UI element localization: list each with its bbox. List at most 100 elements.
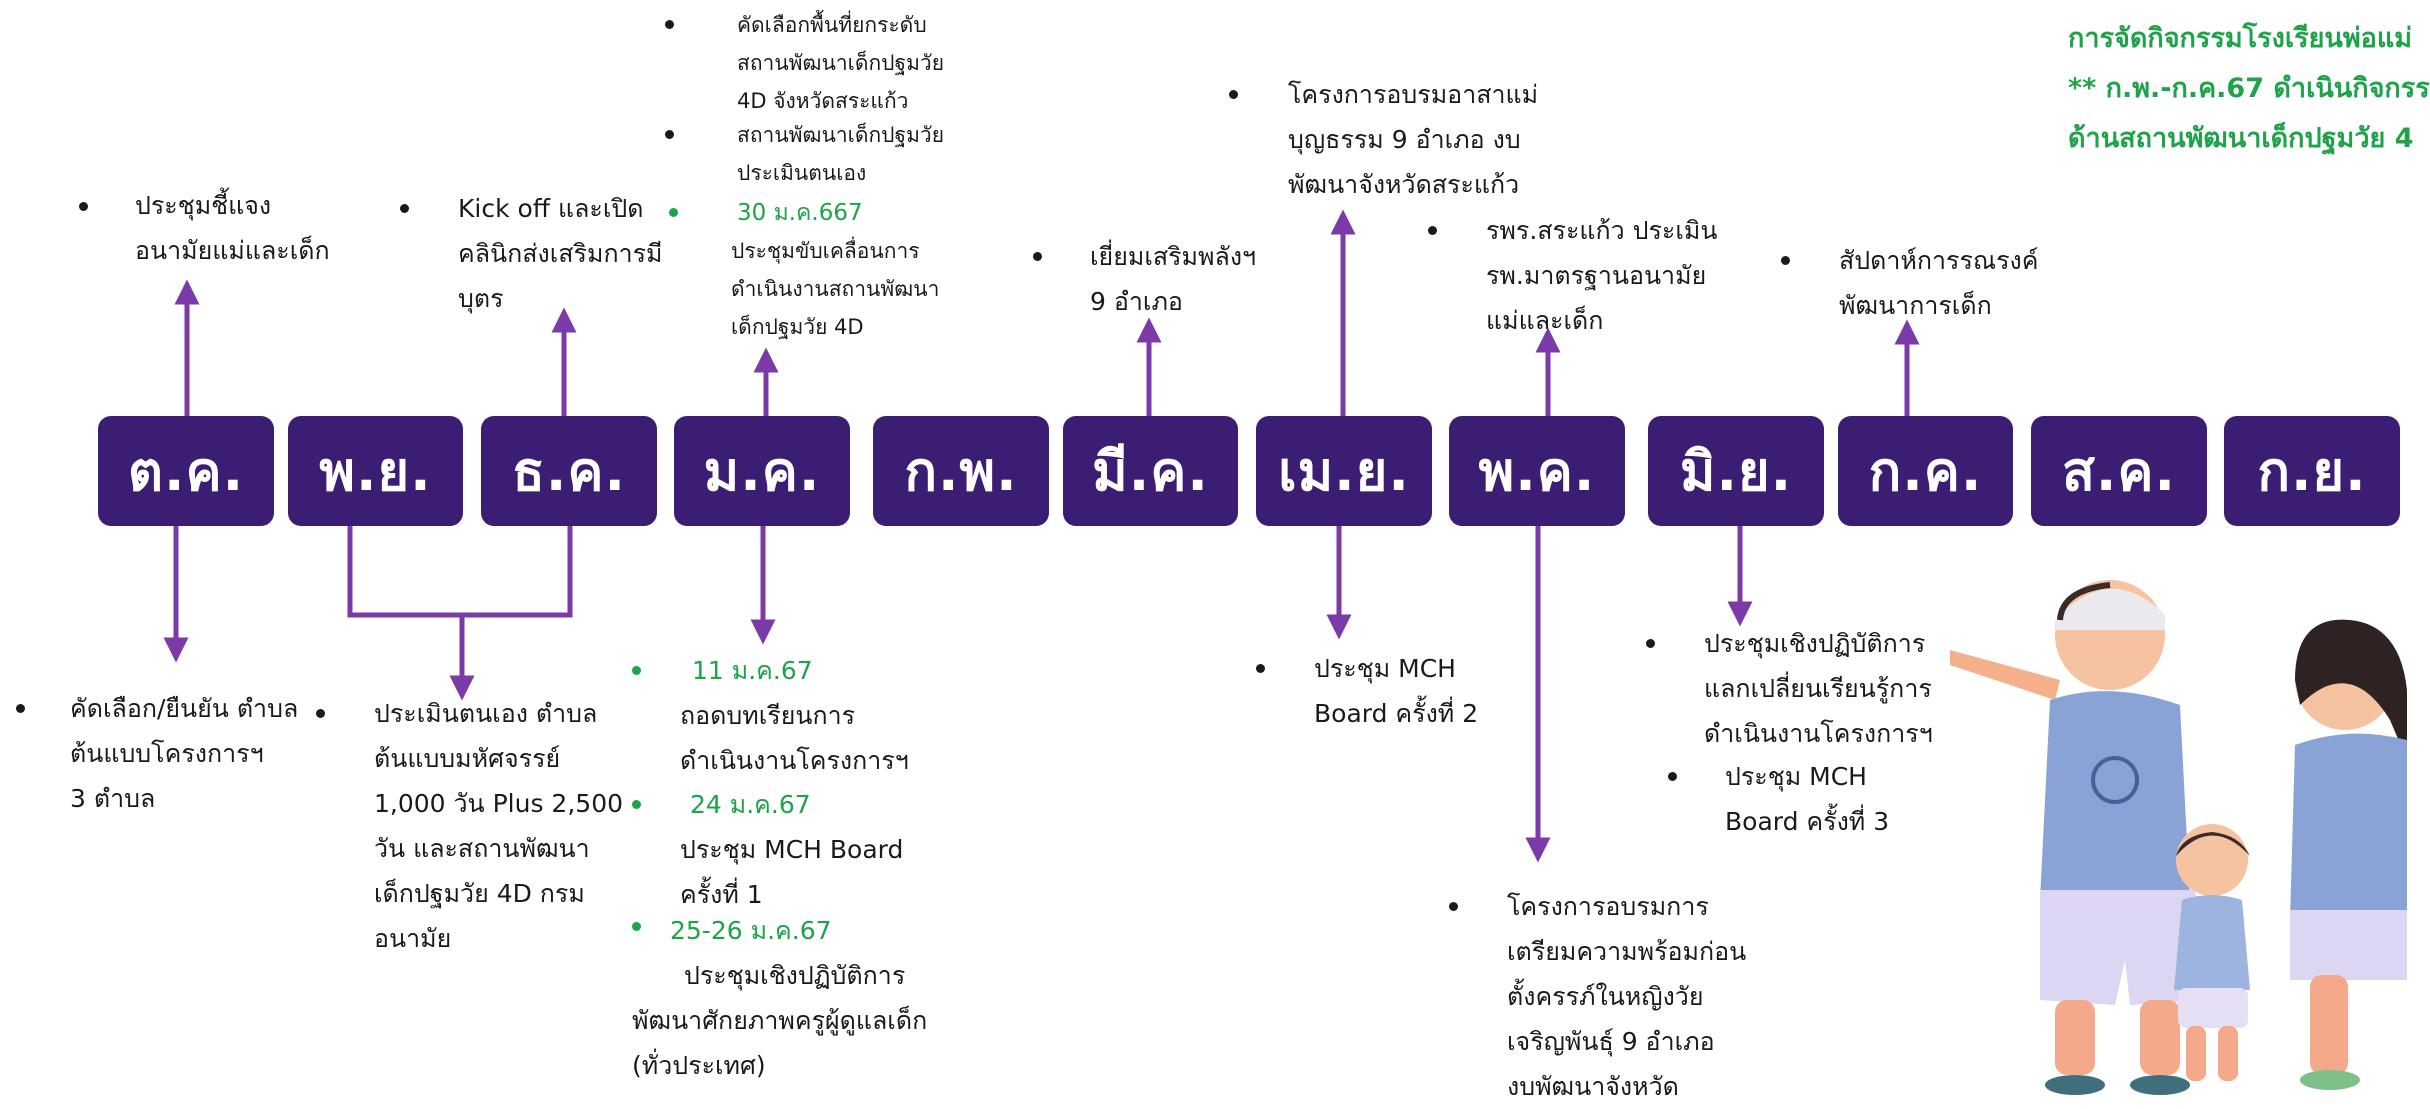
note-above-oct: ประชุมชี้แจง อนามัยแม่และเด็ก [79,183,330,273]
note-line: 1,000 วัน Plus 2,500 [374,789,623,818]
note-above-dec: Kick off และเปิด คลินิกส่งเสริมการมี บุต… [400,186,663,321]
month-feb: ก.พ. [873,416,1049,526]
bullet-icon [400,204,409,213]
month-apr: เม.ย. [1256,416,1432,526]
note-line: ประชุมเชิงปฏิบัติการ [684,961,906,990]
note-line: ประชุม MCH [1725,762,1867,791]
note-line: สถานพัฒนาเด็กปฐมวัย [737,51,945,75]
month-may: พ.ค. [1449,416,1625,526]
note-line: อนามัยแม่และเด็ก [135,236,330,265]
bullet-icon [16,704,25,713]
note-line: (ทั่วประเทศ) [632,1051,766,1080]
note-line: ประชุม MCH Board [680,835,904,864]
bullet-icon [1256,664,1265,673]
note-line: คัดเลือกพื้นที่ยกระดับ [737,13,927,37]
bullet-icon [1781,256,1790,265]
note-line: ดำเนินงานสถานพัฒนา [731,277,940,301]
note-line: เตรียมความพร้อมก่อน [1507,937,1747,966]
bullet-icon [1449,902,1458,911]
father-figure [1950,580,2205,1095]
bullet-icon [79,202,88,211]
header-note-line-1: การจัดกิจกรรมโรงเรียนพ่อแม่ [2068,23,2413,54]
note-above-apr: โครงการอบรมอาสาแม่ บุญธรรม 9 อำเภอ งบ พั… [1229,72,1538,207]
note-below-jan-2: 24 ม.ค.67 ประชุม MCH Board ครั้งที่ 1 [632,782,903,917]
note-above-may: รพร.สระแก้ว ประเมิน รพ.มาตรฐานอนามัย แม่… [1428,208,1717,343]
note-line: 3 ตำบล [70,784,156,813]
note-line: Board ครั้งที่ 3 [1725,807,1890,836]
note-line: 9 อำเภอ [1090,287,1183,316]
bracket-nov-dec [347,526,573,618]
note-line: ครั้งที่ 1 [680,880,763,909]
header-note: การจัดกิจกรรมโรงเรียนพ่อแม่ ** ก.พ.-ก.ค.… [2068,14,2430,164]
note-above-jan-a: คัดเลือกพื้นที่ยกระดับ สถานพัฒนาเด็กปฐมว… [663,6,944,120]
bullet-icon [1033,252,1042,261]
note-above-jul: สัปดาห์การรณรงค์ พัฒนาการเด็ก [1781,238,2038,328]
note-line: ประชุม MCH [1314,654,1456,683]
note-line: ประเมินตนเอง [737,161,867,185]
note-line: สถานพัฒนาเด็กปฐมวัย [737,123,945,147]
bullet-icon [1428,226,1437,235]
note-line: คัดเลือก/ยืนยัน ตำบล [70,694,299,723]
family-illustration [1950,580,2407,1095]
note-below-jan-3: 25-26 ม.ค.67 ประชุมเชิงปฏิบัติการ พัฒนาศ… [632,908,927,1088]
note-below-may: โครงการอบรมการ เตรียมความพร้อมก่อน ตั้งค… [1449,884,1746,1109]
note-below-jun-1: ประชุมเชิงปฏิบัติการ แลกเปลี่ยนเรียนรู้ก… [1646,621,1933,756]
note-line: แลกเปลี่ยนเรียนรู้การ [1704,674,1932,703]
note-line: ดำเนินงานโครงการฯ [1704,719,1933,748]
month-aug: ส.ค. [2031,416,2207,526]
month-jan: ม.ค. [674,416,850,526]
mother-figure [2290,619,2407,1090]
note-line: งบพัฒนาจังหวัด [1507,1072,1679,1101]
month-jul: ก.ค. [1838,416,2013,526]
note-line: ประชุมชี้แจง [135,191,272,220]
bullet-icon [632,800,641,809]
note-below-nov-dec: ประเมินตนเอง ตำบล ต้นแบบมหัศจรรย์ 1,000 … [316,691,623,961]
note-line: บุตร [458,284,504,313]
note-below-apr: ประชุม MCH Board ครั้งที่ 2 [1256,646,1478,736]
bullet-icon [1646,639,1655,648]
note-line: ต้นแบบโครงการฯ [70,739,264,768]
note-line: เจริญพันธุ์ 9 อำเภอ [1507,1027,1715,1056]
month-sep: ก.ย. [2224,416,2400,526]
note-line: ถอดบทเรียนการ [680,701,856,730]
note-line: แม่และเด็ก [1486,306,1604,335]
note-above-jan-c: 30 ม.ค.667 ประชุมขับเคลื่อนการ ดำเนินงาน… [667,194,939,346]
note-line: พัฒนาการเด็ก [1839,291,1992,320]
bullet-icon [1668,772,1677,781]
note-date: 25-26 ม.ค.67 [670,916,832,945]
note-line: ประเมินตนเอง ตำบล [374,699,598,728]
bullet-icon [632,922,641,931]
bullet-icon [632,666,641,675]
note-line: เด็กปฐมวัย 4D กรม [374,879,585,908]
note-line: คลินิกส่งเสริมการมี [458,239,663,268]
note-line: Kick off และเปิด [458,194,644,223]
header-note-line-3: ด้านสถานพัฒนาเด็กปฐมวัย 4 [2068,123,2414,154]
bullet-icon [665,130,674,139]
month-mar: มี.ค. [1063,416,1238,526]
bullet-icon [316,709,325,718]
bullet-icon [669,208,678,217]
note-above-jan-b: สถานพัฒนาเด็กปฐมวัย ประเมินตนเอง [663,116,944,192]
note-below-oct: คัดเลือก/ยืนยัน ตำบล ต้นแบบโครงการฯ 3 ตำ… [16,686,298,821]
month-oct: ต.ค. [98,416,274,526]
note-line: ต้นแบบมหัศจรรย์ [374,744,561,773]
month-nov: พ.ย. [288,416,463,526]
note-line: โครงการอบรมการ [1507,892,1709,921]
note-date: 24 ม.ค.67 [690,790,811,819]
note-line: เยี่ยมเสริมพลังฯ [1090,242,1257,271]
note-line: พัฒนาจังหวัดสระแก้ว [1288,170,1520,199]
note-line: 4D จังหวัดสระแก้ว [737,89,909,113]
month-jun: มิ.ย. [1648,416,1824,526]
bullet-icon [665,20,674,29]
note-line: อนามัย [374,924,452,953]
note-line: ประชุมขับเคลื่อนการ [731,239,920,263]
note-date: 30 ม.ค.667 [737,200,863,226]
note-line: ดำเนินงานโครงการฯ [680,746,909,775]
note-line: ประชุมเชิงปฏิบัติการ [1704,629,1926,658]
note-line: บุญธรรม 9 อำเภอ งบ [1288,125,1521,154]
note-line: โครงการอบรมอาสาแม่ [1288,80,1539,109]
note-line: วัน และสถานพัฒนา [374,834,590,863]
note-date: 11 ม.ค.67 [692,656,813,685]
